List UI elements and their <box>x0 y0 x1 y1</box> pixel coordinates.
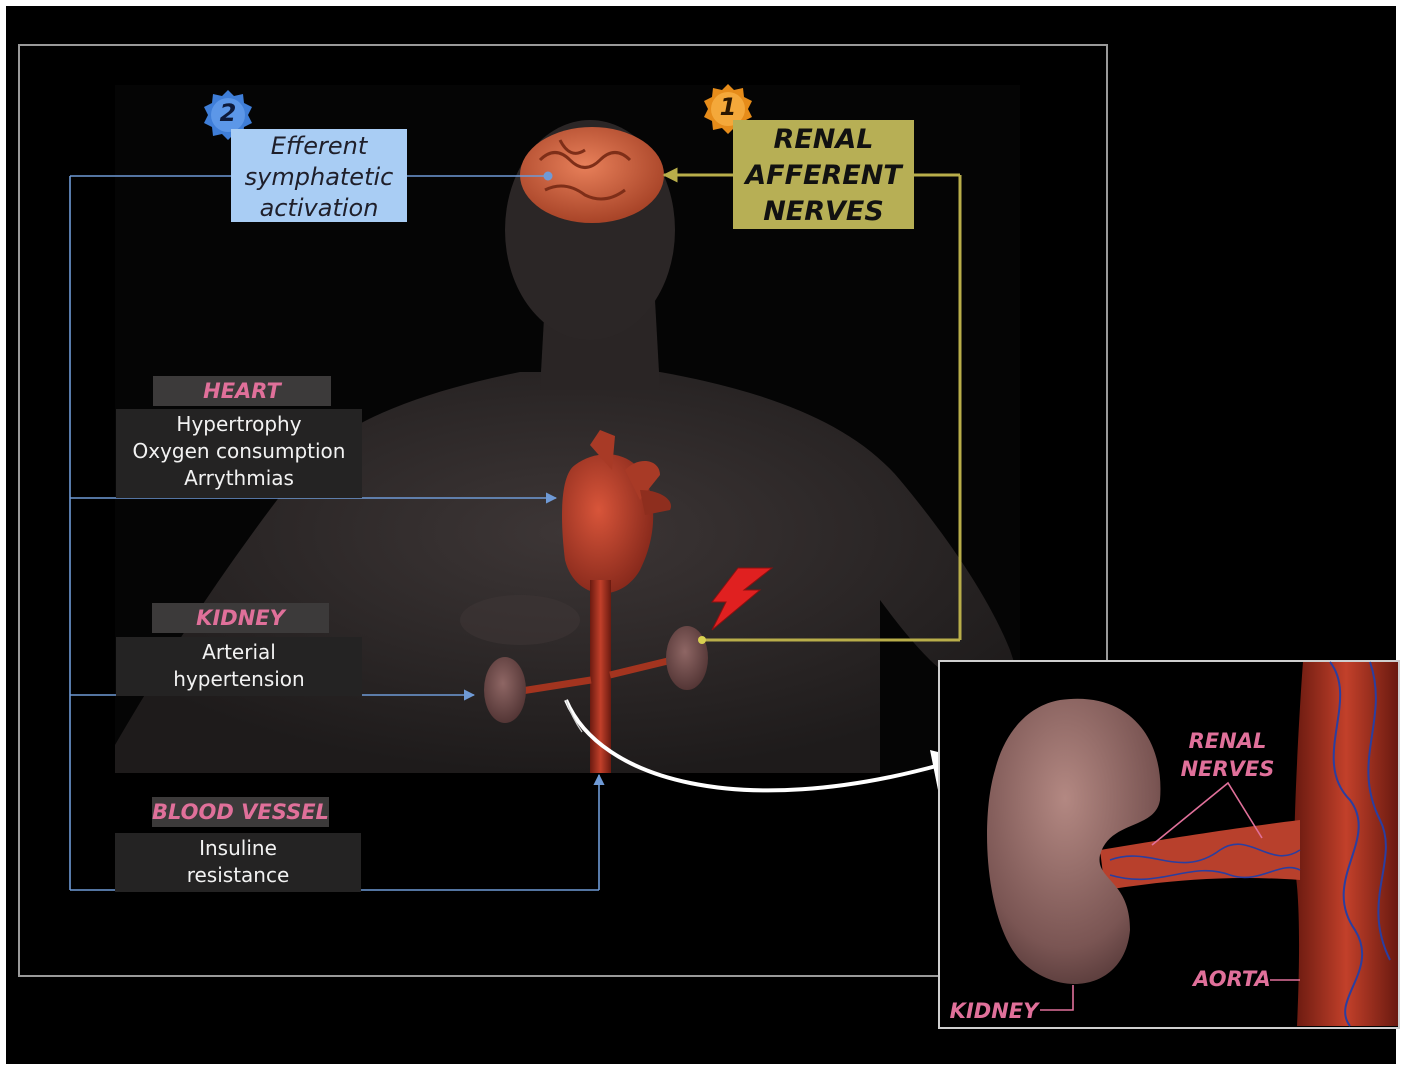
inset-renal-nerves-line: RENAL <box>1170 727 1285 755</box>
badge-1-number: 1 <box>714 93 742 121</box>
heart-effect: Hypertrophy <box>116 411 362 438</box>
blood-vessel-effect: Insuline <box>115 835 361 862</box>
efferent-label: Efferent symphatetic activation <box>231 129 407 222</box>
brain-icon <box>520 127 664 223</box>
kidney-right-icon <box>666 626 708 690</box>
afferent-label: RENAL AFFERENT NERVES <box>733 120 914 229</box>
heart-effect: Oxygen consumption <box>116 438 362 465</box>
kidney-effects: Arterial hypertension <box>116 637 362 696</box>
kidney-title: KIDNEY <box>152 603 329 633</box>
afferent-line: AFFERENT <box>733 158 914 194</box>
badge-2-number: 2 <box>214 99 242 127</box>
inset-renal-nerves-label: RENAL NERVES <box>1170 727 1285 783</box>
efferent-line: symphatetic <box>231 162 407 193</box>
heart-effect: Arrythmias <box>116 465 362 492</box>
blood-vessel-effect: resistance <box>115 862 361 889</box>
inset-renal-nerves-line: NERVES <box>1170 755 1285 783</box>
kidney-left-icon <box>484 657 526 723</box>
blood-vessel-title: BLOOD VESSEL <box>152 797 329 827</box>
heart-title: HEART <box>153 376 331 406</box>
kidney-effect: Arterial <box>116 639 362 666</box>
inset-aorta-label: AORTA <box>1186 965 1278 993</box>
efferent-line: Efferent <box>231 131 407 162</box>
blood-vessel-effects: Insuline resistance <box>115 833 361 892</box>
afferent-line: RENAL <box>733 122 914 158</box>
inset-panel <box>939 661 1399 1028</box>
kidney-effect: hypertension <box>116 666 362 693</box>
heart-effects: Hypertrophy Oxygen consumption Arrythmia… <box>116 409 362 498</box>
efferent-line: activation <box>231 193 407 224</box>
inset-kidney-label: KIDNEY <box>948 997 1040 1025</box>
afferent-line: NERVES <box>733 194 914 230</box>
